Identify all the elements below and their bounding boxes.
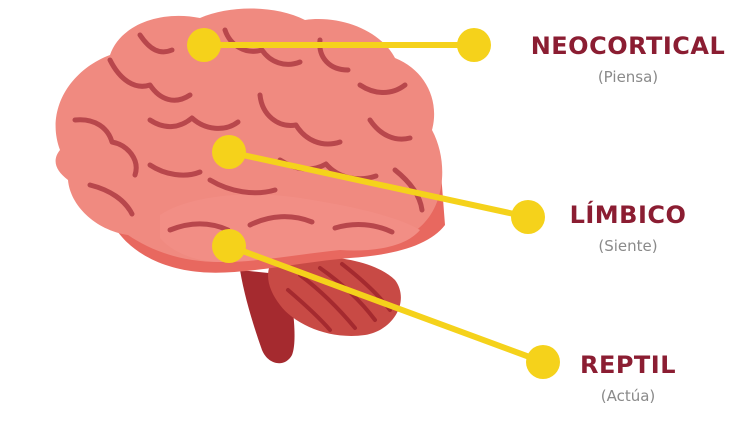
limbico-title: LÍMBICO <box>518 203 738 227</box>
neocortical-title: NEOCORTICAL <box>518 34 738 58</box>
neocortical-brain-dot <box>187 28 221 62</box>
limbico-subtitle: (Siente) <box>518 239 738 254</box>
reptil-subtitle: (Actúa) <box>518 389 738 404</box>
neocortical-subtitle: (Piensa) <box>518 70 738 85</box>
reptil-title: REPTIL <box>518 353 738 377</box>
limbico-brain-dot <box>212 135 246 169</box>
neocortical-label: NEOCORTICAL (Piensa) <box>518 34 738 85</box>
neocortical-label-dot <box>457 28 491 62</box>
limbico-label: LÍMBICO (Siente) <box>518 203 738 254</box>
reptil-label: REPTIL (Actúa) <box>518 353 738 404</box>
reptil-brain-dot <box>212 229 246 263</box>
